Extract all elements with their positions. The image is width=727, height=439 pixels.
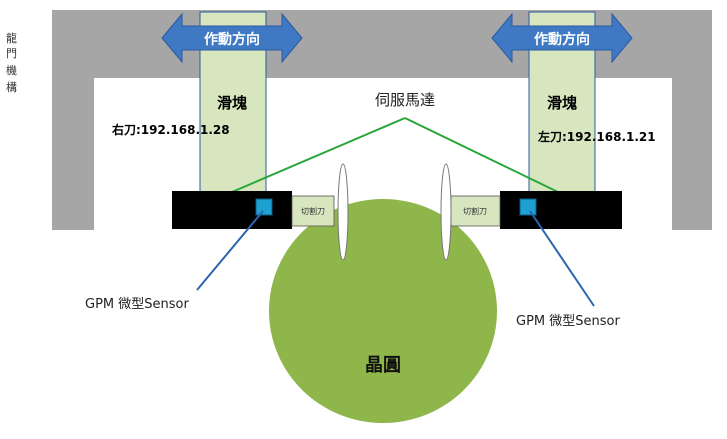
ip-label-right-blade: 右刀:192.168.1.28 xyxy=(111,122,230,137)
slider-label-left: 滑塊 xyxy=(217,94,247,112)
cutter-bar-left xyxy=(172,191,292,229)
servo-label: 伺服馬達 xyxy=(375,91,435,109)
direction-text-left: 作動方向 xyxy=(204,31,260,48)
blade-label-right: 切割刀 xyxy=(463,206,487,216)
ip-label-left-blade: 左刀:192.168.1.21 xyxy=(537,129,656,144)
sensor-right xyxy=(519,198,537,216)
sensor-label-left: GPM 微型Sensor xyxy=(85,297,189,312)
sensor-left xyxy=(255,198,273,216)
direction-text-right: 作動方向 xyxy=(534,31,590,48)
wafer xyxy=(269,199,497,423)
frame-label-char: 龍 xyxy=(6,31,17,45)
sensor-leader-right xyxy=(529,210,595,307)
direction-arrow-left xyxy=(161,12,303,64)
servo-line-right xyxy=(404,117,559,193)
frame-label-char: 門 xyxy=(6,47,17,60)
servo-line-left xyxy=(231,117,406,193)
blade-box-right xyxy=(450,195,501,227)
frame-label: 龍 門 機 構 xyxy=(6,31,17,94)
frame-label-char: 構 xyxy=(6,81,17,94)
cutter-bar-right xyxy=(500,191,622,229)
sensor-label-right: GPM 微型Sensor xyxy=(516,314,620,329)
frame-label-char: 機 xyxy=(6,63,17,77)
blade-disc-left xyxy=(337,163,349,261)
blade-disc-right xyxy=(440,163,452,261)
blade-label-left: 切割刀 xyxy=(301,206,325,216)
direction-arrow-right xyxy=(491,12,633,64)
blade-box-left xyxy=(291,195,335,227)
slider-label-right: 滑塊 xyxy=(547,94,577,112)
wafer-label: 晶圓 xyxy=(365,355,401,376)
sensor-leader-left xyxy=(196,210,264,291)
